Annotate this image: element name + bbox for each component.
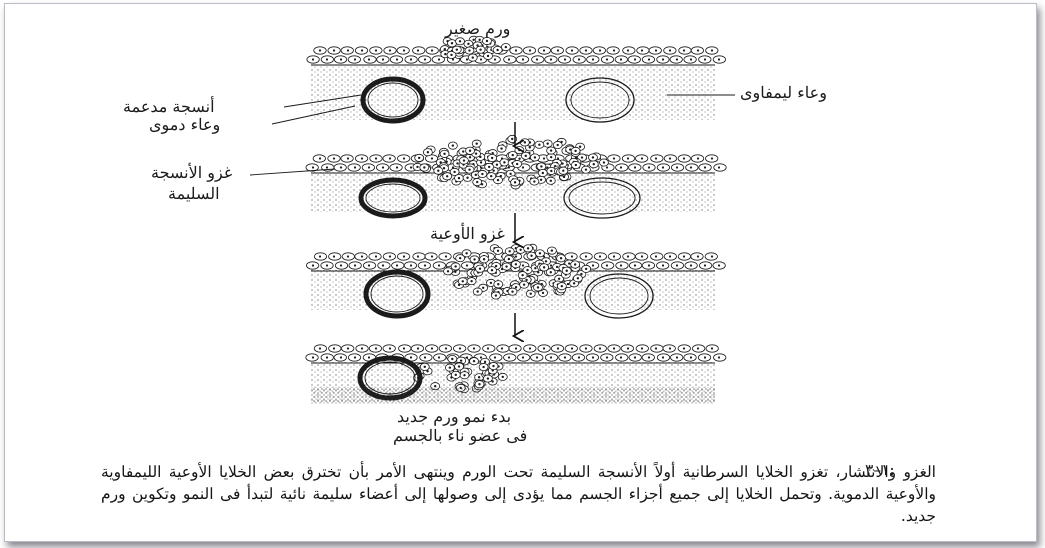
label-blood-vessel: وعاء دموى bbox=[149, 116, 220, 134]
figure-caption: الغزو والانتشار، تغزو الخلايا السرطانية … bbox=[101, 461, 936, 527]
figure-frame: ورم صغير وعاء ليمفاوى أنسجة مدعمة وعاء د… bbox=[4, 3, 1037, 542]
label-invade-healthy-1: غزو الأنسجة bbox=[151, 164, 232, 182]
label-new-tumor-1: بدء نمو ورم جديد bbox=[397, 408, 511, 426]
tissue-stage bbox=[306, 135, 726, 218]
label-small-tumor: ورم صغير bbox=[445, 20, 510, 38]
tissue-stage bbox=[307, 36, 726, 122]
tissue-stage bbox=[306, 345, 726, 404]
tissue-stage bbox=[306, 244, 725, 318]
label-invade-healthy-2: السليمة bbox=[168, 185, 220, 203]
label-new-tumor-2: فى عضو ناء بالجسم bbox=[393, 427, 527, 445]
label-invade-vessels: غزو الأوعية bbox=[430, 225, 505, 243]
label-supporting-tissue: أنسجة مدعمة bbox=[123, 98, 215, 116]
label-lymph-vessel: وعاء ليمفاوى bbox=[740, 84, 827, 102]
